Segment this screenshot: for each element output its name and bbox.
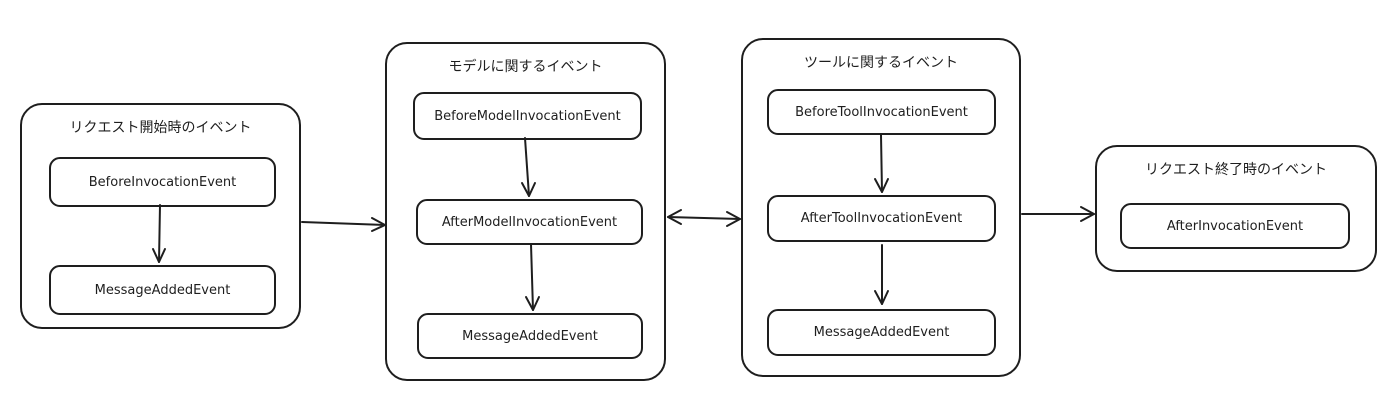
node-after-tool-invocation-event: AfterToolInvocationEvent xyxy=(767,195,996,242)
group-request-start: リクエスト開始時のイベント BeforeInvocationEvent Mess… xyxy=(20,103,301,329)
node-after-invocation-event: AfterInvocationEvent xyxy=(1120,203,1350,249)
node-message-added-event-start: MessageAddedEvent xyxy=(49,265,276,315)
node-before-model-invocation-event: BeforeModelInvocationEvent xyxy=(413,92,642,140)
arrow-request-start-to-model xyxy=(301,217,386,232)
node-before-tool-invocation-event: BeforeToolInvocationEvent xyxy=(767,89,996,135)
group-request-start-title: リクエスト開始時のイベント xyxy=(69,120,252,136)
node-message-added-event-model: MessageAddedEvent xyxy=(417,313,643,359)
node-message-added-event-tool: MessageAddedEvent xyxy=(767,309,996,356)
node-after-model-invocation-event: AfterModelInvocationEvent xyxy=(416,199,643,245)
arrow-tool-to-request-end xyxy=(1021,206,1095,222)
node-before-invocation-event: BeforeInvocationEvent xyxy=(49,157,276,207)
group-tool-events-title: ツールに関するイベント xyxy=(804,55,958,71)
group-request-end: リクエスト終了時のイベント AfterInvocationEvent xyxy=(1095,145,1377,272)
arrow-model-tool-bidirectional xyxy=(667,209,741,227)
group-request-end-title: リクエスト終了時のイベント xyxy=(1145,162,1327,178)
group-model-events: モデルに関するイベント BeforeModelInvocationEvent A… xyxy=(385,42,666,381)
group-tool-events: ツールに関するイベント BeforeToolInvocationEvent Af… xyxy=(741,38,1021,377)
group-model-events-title: モデルに関するイベント xyxy=(448,59,603,75)
